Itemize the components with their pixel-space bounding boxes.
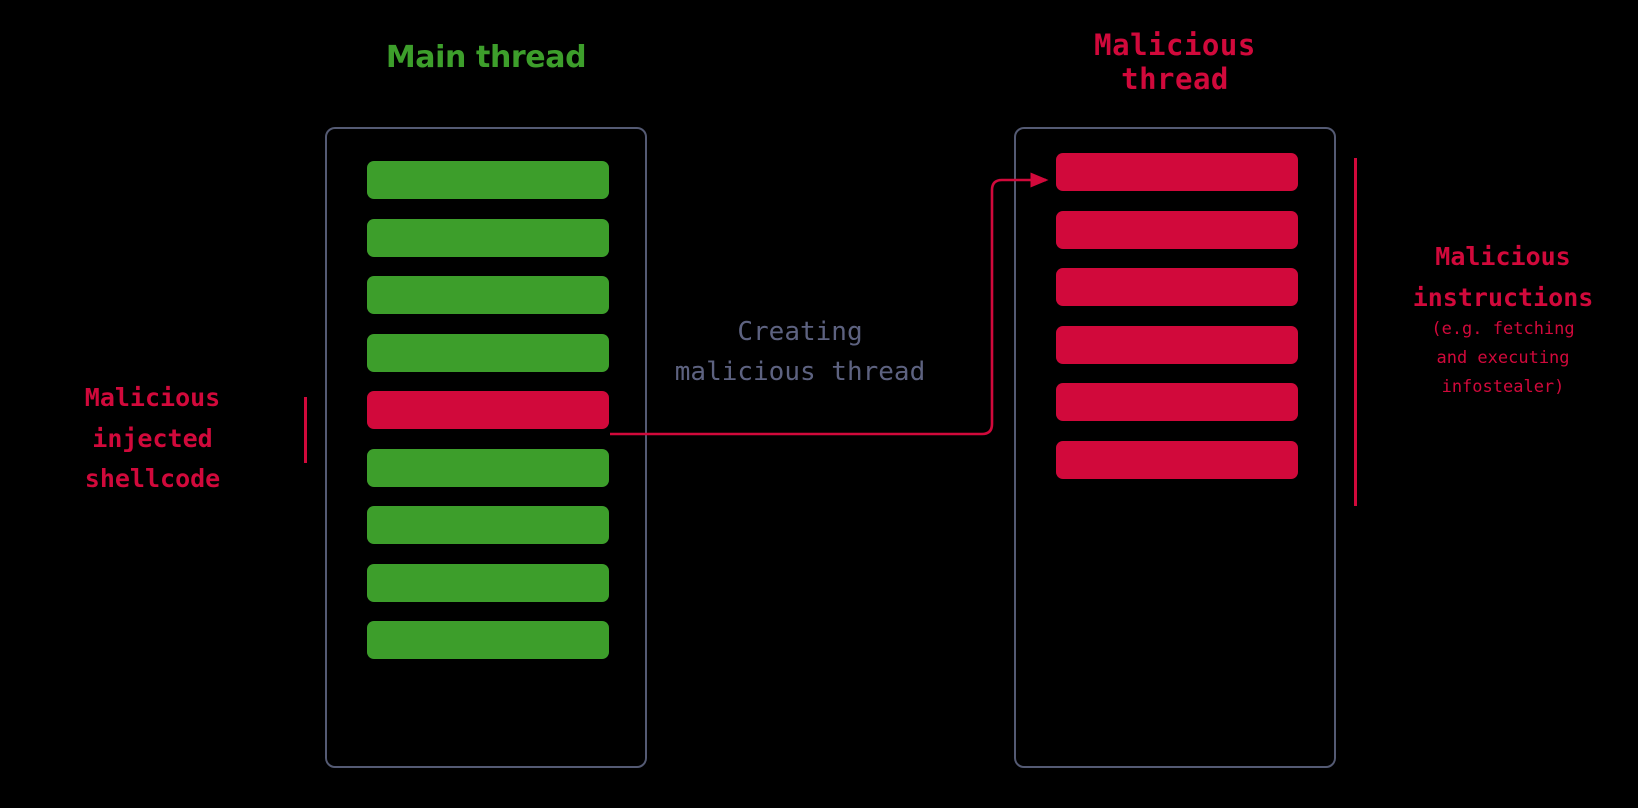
main-thread-bar-6 xyxy=(367,506,609,544)
left-accent-rule xyxy=(304,397,307,463)
malicious-instructions-subtitle: (e.g. fetching and executing infostealer… xyxy=(1431,319,1575,398)
malicious-thread-container xyxy=(1014,127,1336,768)
main-thread-bar-0 xyxy=(367,161,609,199)
arrow-path xyxy=(610,172,1049,436)
main-thread-container xyxy=(325,127,647,768)
main-thread-bar-5 xyxy=(367,448,609,487)
malicious-thread-bar-0 xyxy=(1056,153,1298,191)
malicious-instructions-annotation: Malicious instructions xyxy=(1412,242,1594,312)
creating-malicious-thread-caption: Creating malicious thread xyxy=(674,317,926,388)
malicious-shellcode-annotation: Malicious injected shellcode xyxy=(84,383,221,493)
malicious-thread-bar-5 xyxy=(1056,440,1298,479)
main-thread-bar-4 xyxy=(367,391,609,429)
main-thread-bar-3 xyxy=(367,333,609,372)
main-thread-bar-7 xyxy=(367,563,609,602)
malicious-thread-title: Malicious thread xyxy=(1094,28,1256,97)
main-thread-bar-2 xyxy=(367,276,609,314)
malicious-thread-bar-1 xyxy=(1056,210,1298,249)
malicious-thread-bar-3 xyxy=(1056,325,1298,364)
malicious-thread-bar-2 xyxy=(1056,268,1298,306)
malicious-thread-bar-4 xyxy=(1056,383,1298,421)
main-thread-bar-8 xyxy=(367,621,609,659)
main-thread-bar-1 xyxy=(367,218,609,257)
right-accent-rule xyxy=(1354,158,1357,506)
main-thread-title: Main thread xyxy=(385,40,587,75)
